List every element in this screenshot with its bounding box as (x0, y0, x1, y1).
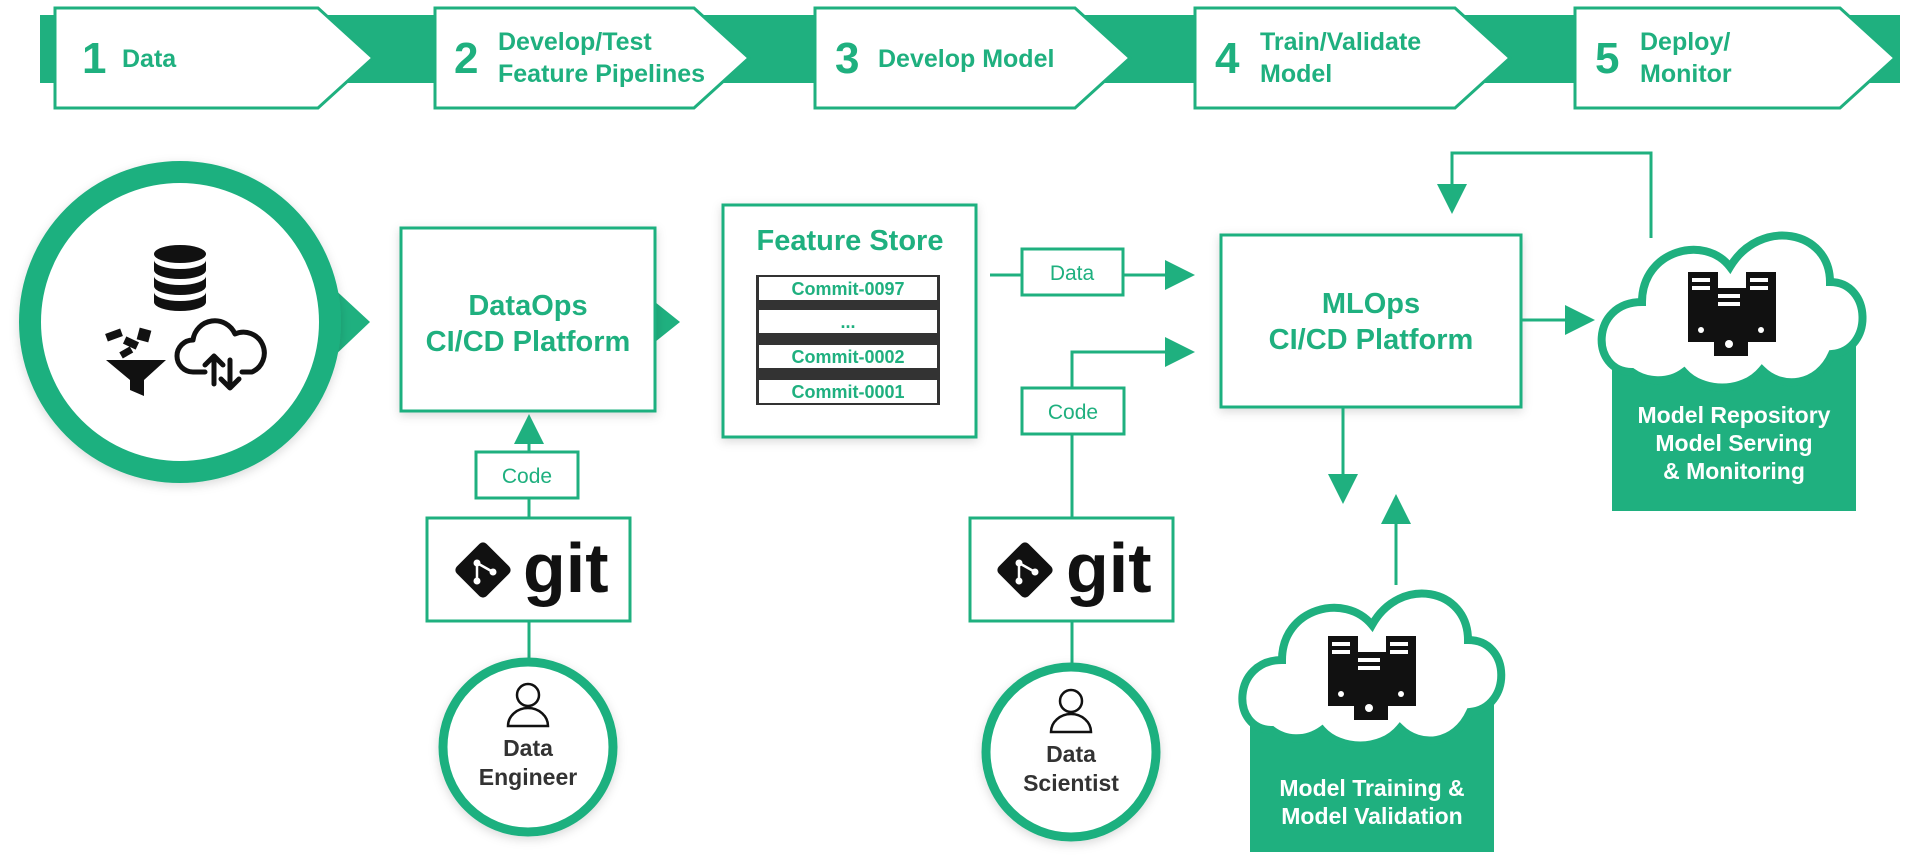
feature-store-title: Feature Store (757, 225, 944, 257)
step-4-chevron (1193, 6, 1513, 110)
step-1-number: 1 (82, 34, 106, 83)
step-5-number: 5 (1595, 34, 1619, 83)
step-2-line1: Develop/Test (498, 28, 652, 56)
mlops-title-line2: CI/CD Platform (1269, 324, 1474, 356)
user-icon (1049, 688, 1093, 734)
data-engineer: Data Engineer (438, 657, 618, 837)
dataops-title-line1: DataOps (468, 290, 587, 322)
step-3-chevron (813, 6, 1133, 110)
step-3-number: 3 (835, 34, 859, 83)
right-code-flow: Code (1020, 337, 1195, 518)
data-scientist-line2: Scientist (1023, 770, 1119, 796)
data-source (19, 161, 370, 483)
step-2-line2: Feature Pipelines (498, 60, 705, 88)
commit-ellipsis-label: ... (840, 312, 855, 332)
git-logo-icon (997, 542, 1053, 598)
data-label: Data (1050, 262, 1095, 285)
commit-0097-label: Commit-0097 (791, 279, 904, 299)
server-icon (1688, 272, 1776, 356)
cloud-sync-icon (174, 318, 267, 391)
dataops-platform: DataOps CI/CD Platform (399, 226, 680, 413)
left-git-word: git (523, 529, 609, 607)
repo-line3: & Monitoring (1663, 458, 1805, 484)
dataops-title-line2: CI/CD Platform (426, 326, 631, 358)
data-engineer-circle (438, 657, 618, 837)
commit-0002-box (757, 343, 939, 370)
training-line1: Model Training & (1279, 775, 1464, 801)
repo-line2: Model Serving (1655, 430, 1812, 456)
right-git-word: git (1066, 529, 1152, 607)
data-scientist: Data Scientist (981, 662, 1161, 842)
step-4-line1: Train/Validate (1260, 28, 1421, 56)
data-engineer-line2: Engineer (479, 764, 577, 790)
dataops-box (399, 226, 657, 413)
step-4-line2: Model (1260, 60, 1332, 88)
left-code-flow: Code (474, 414, 580, 518)
left-git-box: git (425, 516, 632, 623)
step-3-line1: Develop Model (878, 45, 1054, 73)
dataops-pointer (655, 302, 680, 342)
data-source-pointer (330, 285, 370, 360)
mlops-title-line1: MLOps (1322, 288, 1420, 320)
data-flow: Data (990, 247, 1195, 297)
server-icon (1328, 636, 1416, 720)
step-1-line1: Data (122, 45, 177, 73)
left-code-label: Code (502, 465, 552, 488)
right-git-box: git (968, 516, 1175, 623)
git-logo-icon (455, 542, 511, 598)
commit-0097-box (757, 275, 939, 302)
step-4-number: 4 (1215, 34, 1240, 83)
data-scientist-line1: Data (1046, 741, 1096, 767)
commit-0001-label: Commit-0001 (791, 382, 904, 402)
step-5-line1: Deploy/ (1640, 28, 1730, 56)
step-1-chevron (53, 6, 376, 110)
step-5-line2: Monitor (1640, 60, 1732, 88)
step-5: 5 Deploy/ Monitor (1573, 6, 1898, 110)
data-source-circle (19, 161, 341, 483)
step-5-chevron (1573, 6, 1898, 110)
data-scientist-circle (981, 662, 1161, 842)
user-icon (506, 682, 550, 728)
database-icon (154, 245, 206, 311)
step-2: 2 Develop/Test Feature Pipelines (433, 6, 752, 110)
data-label-box (1020, 247, 1125, 297)
left-code-label-box (474, 450, 580, 500)
step-4: 4 Train/Validate Model (1193, 6, 1513, 110)
feature-store: Feature Store Commit-0097 ... Commit-000… (721, 203, 978, 439)
model-repository-cloud: Model Repository Model Serving & Monitor… (1597, 231, 1867, 511)
mlops-platform: MLOps CI/CD Platform (1219, 233, 1523, 409)
repo-line1: Model Repository (1638, 402, 1831, 428)
right-code-label: Code (1048, 401, 1098, 424)
training-line2: Model Validation (1281, 803, 1462, 829)
step-banner: 1 Data 2 Develop/Test Feature Pipelines … (40, 6, 1900, 110)
model-training-cloud: Model Training & Model Validation (1238, 589, 1506, 852)
funnel-icon (105, 327, 166, 396)
commit-ellipsis-box (757, 308, 939, 335)
commit-0002-label: Commit-0002 (791, 347, 904, 367)
step-1: 1 Data (53, 6, 376, 110)
step-2-chevron (433, 6, 752, 110)
monitor-feedback-arrow (1437, 151, 1653, 238)
step-2-number: 2 (454, 34, 478, 83)
right-code-arrow (1070, 337, 1195, 388)
step-3: 3 Develop Model (813, 6, 1133, 110)
commit-0001-box (757, 378, 939, 405)
mlops-box (1219, 233, 1523, 409)
data-engineer-line1: Data (503, 735, 553, 761)
